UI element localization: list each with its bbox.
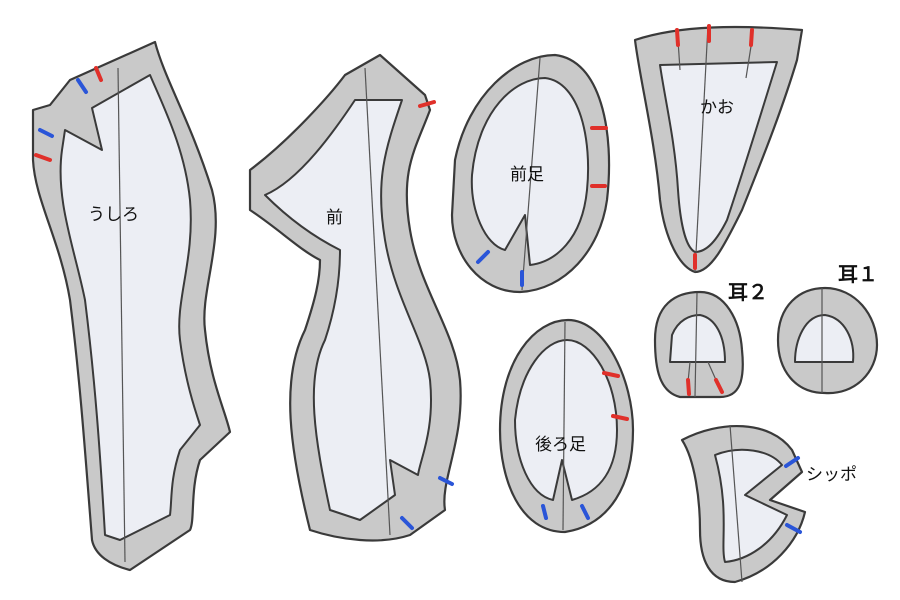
mark-red: [675, 28, 680, 47]
mark-blue: [476, 250, 490, 264]
mark-red: [94, 66, 103, 82]
piece-ear2: [653, 290, 744, 399]
label-tail: シッポ: [806, 465, 857, 485]
piece-face: [633, 24, 804, 274]
mark-blue: [784, 456, 800, 468]
label-ear2: 耳２: [728, 280, 768, 304]
tail-pattern: [714, 448, 788, 563]
mark-red: [686, 378, 691, 396]
tail-center-line: [729, 424, 743, 583]
piece-front: [248, 53, 462, 542]
front-center-line: [364, 67, 391, 536]
mark-blue: [785, 523, 802, 534]
mark-blue: [38, 128, 54, 138]
mark-red: [749, 28, 754, 47]
mark-red: [602, 371, 620, 378]
hind-leg-center-line: [562, 321, 566, 531]
label-face: かお: [700, 98, 734, 118]
piece-ear1: [776, 286, 879, 395]
back-center-line: [117, 67, 126, 563]
mark-red: [418, 100, 436, 108]
piece-back: [31, 40, 232, 572]
mark-blue: [76, 78, 88, 94]
label-back: うしろ: [88, 205, 139, 225]
front-leg-pattern: [470, 77, 590, 266]
mark-red: [611, 414, 629, 421]
label-front: 前: [326, 208, 343, 228]
mark-red: [714, 378, 724, 394]
ear2-center-line: [694, 292, 698, 398]
ear2-pattern: [669, 314, 726, 363]
mark-blue: [438, 476, 454, 486]
label-front-leg: 前足: [510, 165, 544, 185]
hind-leg-pattern: [514, 339, 618, 501]
ear1-pattern: [794, 314, 855, 363]
mark-red: [34, 153, 52, 162]
ear2-dart-right: [707, 361, 717, 381]
face-pattern: [659, 61, 778, 253]
label-hind-leg: 後ろ足: [535, 435, 586, 455]
mark-blue: [580, 504, 590, 520]
mark-blue: [400, 516, 414, 530]
face-center-line: [694, 24, 709, 273]
mark-blue: [541, 504, 548, 520]
front-leg-center-line: [521, 57, 541, 291]
back-pattern: [59, 74, 201, 541]
label-ear1: 耳１: [838, 262, 878, 286]
front-pattern: [264, 99, 432, 521]
piece-tail: [680, 424, 807, 584]
piece-front-leg: [450, 53, 611, 294]
piece-hind-leg: [498, 318, 635, 534]
